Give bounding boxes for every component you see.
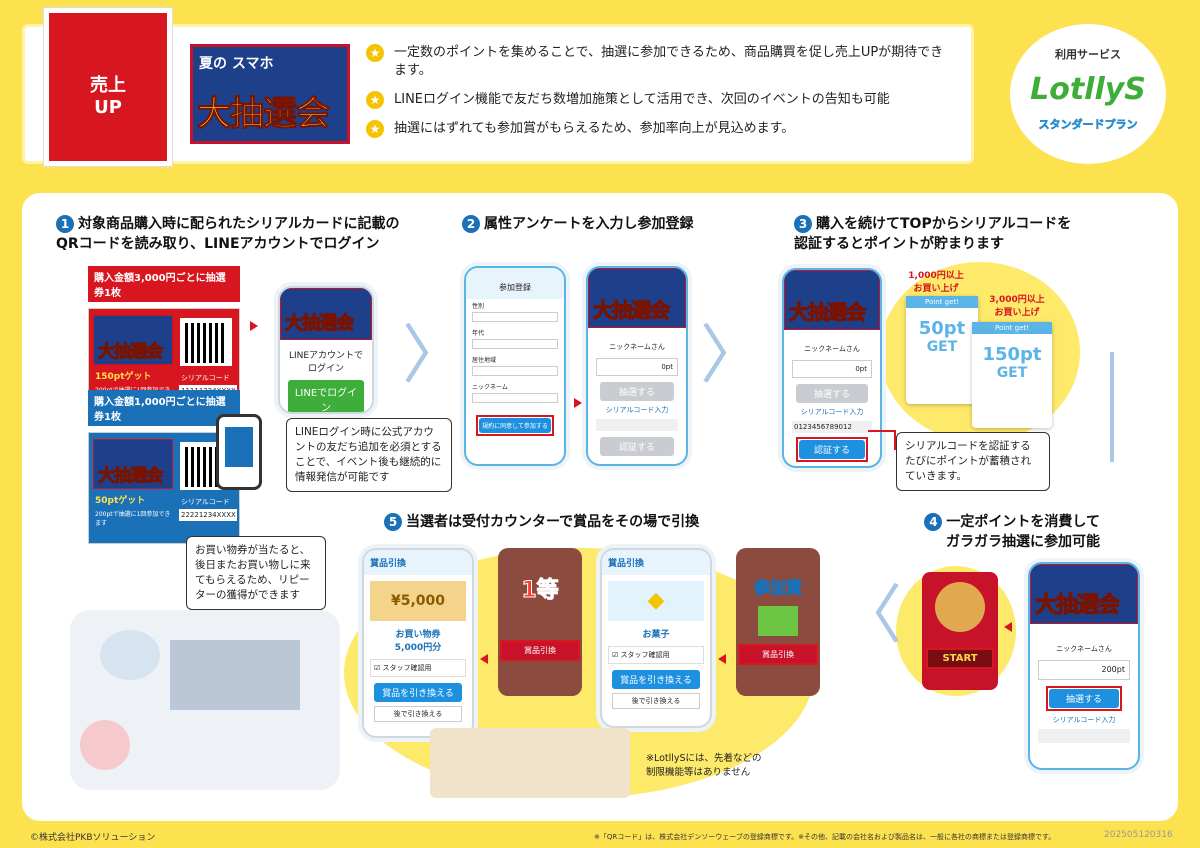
copyright: ©株式会社PKBソリューション xyxy=(30,833,156,843)
snack-icon: ◆ xyxy=(608,581,704,621)
star-icon: ★ xyxy=(366,44,384,62)
prize-card-first: 1等 賞品引換 xyxy=(498,548,582,696)
serial-code: 22221234XXXX xyxy=(179,509,237,521)
serial-card-1000: 購入金額1,000円ごとに抽選券1枚 大抽選会 50ptゲット シリアルコード … xyxy=(88,390,240,544)
badge-label: 売上 UP xyxy=(90,75,126,118)
red-arrow-icon xyxy=(574,398,582,408)
auth-button[interactable]: 認証する xyxy=(799,440,865,459)
voucher-image: ¥5,000 xyxy=(370,581,466,621)
sales-up-badge: 売上 UP xyxy=(44,8,172,166)
serial-input[interactable]: 0123456789012 xyxy=(792,421,872,433)
step-number: 5 xyxy=(384,513,402,531)
red-arrow-icon xyxy=(480,654,488,664)
exchange-button[interactable]: 賞品を引き換える xyxy=(374,683,462,702)
exchange-button[interactable]: 賞品引換 xyxy=(500,640,580,661)
top-phone: 大抽選会 ニックネームさん 0pt 抽選する シリアルコード入力 認証する xyxy=(586,266,688,466)
agree-join-button[interactable]: 規約に同意して参加する xyxy=(479,418,551,433)
down-arrow-icon xyxy=(1110,352,1114,462)
shopping-illustration xyxy=(70,610,340,790)
counter-illustration xyxy=(430,728,630,798)
auth-button[interactable]: 認証する xyxy=(600,437,674,456)
red-arrow-icon xyxy=(1004,622,1012,632)
legal-note: ※「QRコード」は、株式会社デンソーウェーブの登録商標です。※その他、記載の会社… xyxy=(594,833,1056,841)
qr-code-icon xyxy=(177,315,235,369)
later-button[interactable]: 後で引き換える xyxy=(374,706,462,722)
garagara-icon xyxy=(935,582,985,632)
note-bubble-line: LINEログイン時に公式アカウントの友だち追加を必須とすることで、イベント後も継… xyxy=(286,418,452,492)
plan-name: スタンダードプラン xyxy=(1038,118,1138,132)
exchange-button[interactable]: 賞品引換 xyxy=(738,644,818,665)
event-banner: 夏の スマホ 大抽選会 xyxy=(190,44,350,144)
card-points: 50ptゲット xyxy=(95,496,146,506)
later-button[interactable]: 後で引き換える xyxy=(612,693,700,709)
lottery-phone: 大抽選会 ニックネームさん 200pt 抽選する シリアルコード入力 xyxy=(1028,562,1140,770)
gift-box-icon xyxy=(758,606,798,636)
header-panel xyxy=(22,24,974,164)
prize-phone-first: 賞品引換 ¥5,000 お買い物券 5,000円分 ☑ スタッフ確認用 賞品を引… xyxy=(362,548,474,738)
red-connector xyxy=(868,430,896,450)
note-bubble-serial: シリアルコードを認証するたびにポイントが蓄積されていきます。 xyxy=(896,432,1050,491)
chevron-right-icon: 〉 xyxy=(402,319,466,393)
login-title: LINEアカウントで ログイン xyxy=(288,351,364,374)
lottery-machine-card: START xyxy=(922,572,998,690)
benefit-item: ★LINEログイン機能で友だち数増加施策として活用でき、次回のイベントの告知も可… xyxy=(366,91,946,109)
card-header: 購入金額3,000円ごとに抽選券1枚 xyxy=(88,266,240,302)
benefit-list: ★一定数のポイントを集めることで、抽選に参加できるため、商品購買を促し売上UPが… xyxy=(366,44,946,149)
chevron-right-icon: 〉 xyxy=(700,319,764,393)
chevron-left-icon: 〈 xyxy=(838,579,902,653)
point-card-150: Point get! 150pt GET xyxy=(972,322,1052,428)
start-button[interactable]: START xyxy=(926,648,994,669)
step-number: 4 xyxy=(924,513,943,531)
form-title: 参加登録 xyxy=(466,268,564,299)
prize-phone-consolation: 賞品引換 ◆ お菓子 ☑ スタッフ確認用 賞品を引き換える 後で引き換える xyxy=(600,548,712,728)
draw-button[interactable]: 抽選する xyxy=(600,382,674,401)
point-card-50: Point get! 50pt GET xyxy=(906,296,978,404)
card-header: 購入金額1,000円ごとに抽選券1枚 xyxy=(88,390,240,426)
service-label: 利用サービス xyxy=(1055,48,1121,61)
banner-line2: 大抽選会 xyxy=(197,94,331,135)
card-points: 150ptゲット xyxy=(95,372,152,382)
lotllys-logo: LotllyS xyxy=(1030,72,1146,107)
red-arrow-icon xyxy=(250,321,258,331)
limit-note: ※LotllySには、先着などの 制限機能等はありません xyxy=(646,753,762,778)
star-icon: ★ xyxy=(366,91,384,109)
prize-card-consolation: 参加賞 賞品引換 xyxy=(736,548,820,696)
exchange-button[interactable]: 賞品を引き換える xyxy=(612,670,700,689)
registration-phone: 参加登録 性別 年代 居住地域 ニックネーム 規約に同意して参加する xyxy=(464,266,566,466)
banner-line1: 夏の スマホ xyxy=(199,56,274,72)
login-phone: 大抽選会 LINEアカウントで ログイン LINEでログイン xyxy=(278,286,374,414)
line-login-button[interactable]: LINEでログイン xyxy=(288,380,364,412)
step-number: 2 xyxy=(462,215,480,233)
benefit-item: ★抽選にはずれても参加賞がもらえるため、参加率向上が見込めます。 xyxy=(366,120,946,138)
service-logo: 利用サービス LotllyS スタンダードプラン xyxy=(1010,24,1166,164)
note-bubble-repeat: お買い物券が当たると、後日またお買い物しに来てもらえるため、リピーターの獲得がで… xyxy=(186,536,326,610)
step-number: 3 xyxy=(794,215,812,233)
red-arrow-icon xyxy=(718,654,726,664)
step-number: 1 xyxy=(56,215,74,233)
draw-button[interactable]: 抽選する xyxy=(1049,689,1119,708)
hand-phone-icon xyxy=(216,414,262,490)
benefit-item: ★一定数のポイントを集めることで、抽選に参加できるため、商品購買を促し売上UPが… xyxy=(366,44,946,80)
star-icon: ★ xyxy=(366,120,384,138)
serial-phone: 大抽選会 ニックネームさん 0pt 抽選する シリアルコード入力 0123456… xyxy=(782,268,882,468)
doc-code: 20250512031​6 xyxy=(1104,830,1173,840)
